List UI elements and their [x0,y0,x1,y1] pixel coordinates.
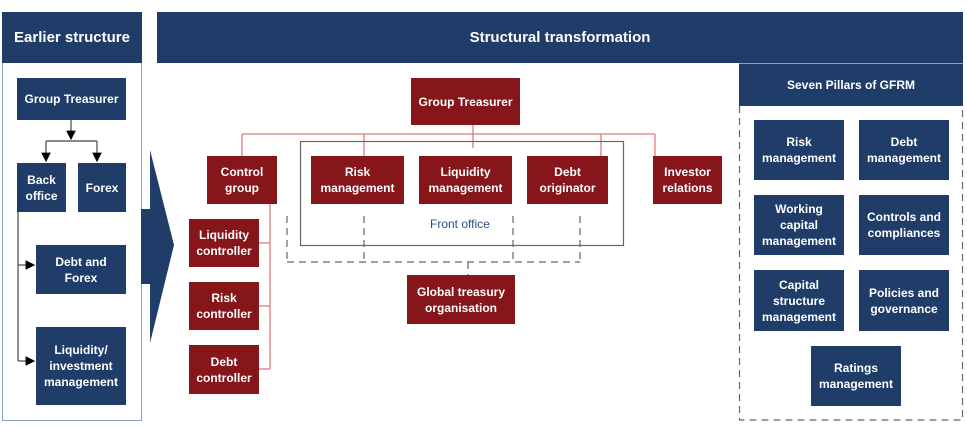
pillar-capital-structure: Capital structure management [754,270,844,331]
transition-arrow [141,150,174,343]
pillar-risk-management: Risk management [754,120,844,180]
pillar-policies-governance: Policies and governance [859,270,949,331]
old-group-treasurer: Group Treasurer [17,78,126,120]
control-group: Control group [207,156,277,204]
group-treasurer: Group Treasurer [411,78,520,125]
red-connectors [241,125,656,370]
global-treasury-organisation: Global treasury organisation [407,275,515,324]
old-back-office: Back office [17,163,66,212]
structural-transformation-header: Structural transformation [157,12,963,63]
liquidity-management: Liquidity management [419,156,512,204]
pillar-controls-compliances: Controls and compliances [859,195,949,255]
old-liquidity-investment: Liquidity/ investment management [36,327,126,405]
left-connectors [17,120,102,366]
seven-pillars-header: Seven Pillars of GFRM [739,63,963,106]
pillar-ratings-management: Ratings management [811,346,901,406]
liquidity-controller: Liquidity controller [189,219,259,267]
risk-management: Risk management [311,156,404,204]
pillar-working-capital: Working capital management [754,195,844,255]
front-office-label: Front office [430,217,490,231]
earlier-structure-header: Earlier structure [2,12,142,63]
old-forex: Forex [78,163,126,212]
debt-originator: Debt originator [527,156,608,204]
risk-controller: Risk controller [189,282,259,330]
old-debt-and-forex: Debt and Forex [36,245,126,294]
investor-relations: Investor relations [653,156,722,204]
debt-controller: Debt controller [189,345,259,394]
pillar-debt-management: Debt management [859,120,949,180]
front-office-box [299,140,625,247]
